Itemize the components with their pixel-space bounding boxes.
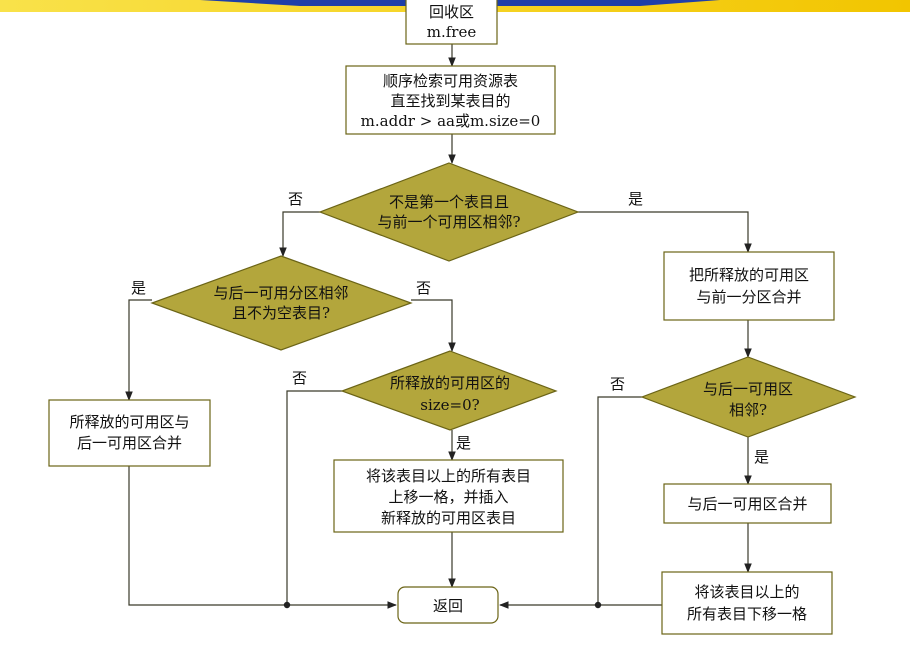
shift-down-line-2: 所有表目下移一格	[687, 605, 807, 623]
start-line-2: m.free	[427, 23, 477, 41]
cond-prev-line-1: 不是第一个表目且	[389, 193, 509, 211]
cond-next-adj-line-2: 相邻?	[729, 401, 767, 419]
edge-labels: 否 是 是 否 否 是 否 是	[131, 190, 769, 466]
cond-next-nonempty-diamond: 与后一可用分区相邻 且不为空表目?	[150, 255, 413, 351]
cond-prev-diamond: 不是第一个表目且 与前一个可用区相邻?	[318, 162, 580, 262]
label-next-nonempty-yes: 是	[131, 279, 146, 297]
merge-next2-line-1: 与后一可用区合并	[687, 495, 807, 513]
cond-prev-line-2: 与前一个可用区相邻?	[377, 213, 520, 231]
cond-next-adj-diamond: 与后一可用区 相邻?	[640, 356, 857, 438]
label-size0-no: 否	[292, 369, 307, 387]
merge-prev-line-2: 与前一分区合并	[696, 288, 801, 306]
search-box: 顺序检索可用资源表 直至找到某表目的 m.addr > aa或m.size=0	[345, 65, 556, 135]
merge-next-box: 所释放的可用区与 后一可用区合并	[48, 399, 211, 467]
label-next-adj-no: 否	[610, 375, 625, 393]
label-size0-yes: 是	[456, 434, 471, 452]
start-line-1: 回收区	[429, 3, 474, 21]
label-prev-yes: 是	[628, 190, 643, 208]
search-line-2: 直至找到某表目的	[390, 92, 510, 110]
shift-down-line-1: 将该表目以上的	[694, 583, 799, 601]
cond-size0-line-1: 所释放的可用区的	[390, 374, 510, 392]
search-line-1: 顺序检索可用资源表	[383, 72, 518, 90]
cond-next-nonempty-line-2: 且不为空表目?	[232, 304, 330, 322]
label-next-adj-yes: 是	[754, 448, 769, 466]
start-box: 回收区 m.free	[405, 0, 498, 45]
search-line-3: m.addr > aa或m.size=0	[361, 112, 541, 130]
shift-insert-box: 将该表目以上的所有表目 上移一格，并插入 新释放的可用区表目	[333, 459, 564, 533]
shift-insert-line-2: 上移一格，并插入	[388, 488, 508, 506]
shift-down-box: 将该表目以上的 所有表目下移一格	[661, 571, 833, 635]
cond-next-nonempty-line-1: 与后一可用分区相邻	[213, 284, 348, 302]
end-label: 返回	[433, 597, 463, 615]
cond-size0-diamond: 所释放的可用区的 size=0?	[340, 350, 558, 431]
end-terminal: 返回	[397, 586, 499, 624]
cond-next-adj-line-1: 与后一可用区	[703, 380, 793, 398]
merge-prev-line-1: 把所释放的可用区	[689, 266, 809, 284]
label-prev-no: 否	[288, 190, 303, 208]
merge-next2-box: 与后一可用区合并	[663, 483, 832, 524]
cond-size0-line-2: size=0?	[420, 396, 479, 414]
merge-next-line-2: 后一可用区合并	[77, 434, 182, 452]
connectors	[125, 44, 752, 609]
shift-insert-line-1: 将该表目以上的所有表目	[366, 467, 531, 485]
merge-prev-box: 把所释放的可用区 与前一分区合并	[663, 251, 835, 321]
merge-next-line-1: 所释放的可用区与	[69, 413, 189, 431]
shift-insert-line-3: 新释放的可用区表目	[381, 509, 516, 527]
label-next-nonempty-no: 否	[416, 279, 431, 297]
